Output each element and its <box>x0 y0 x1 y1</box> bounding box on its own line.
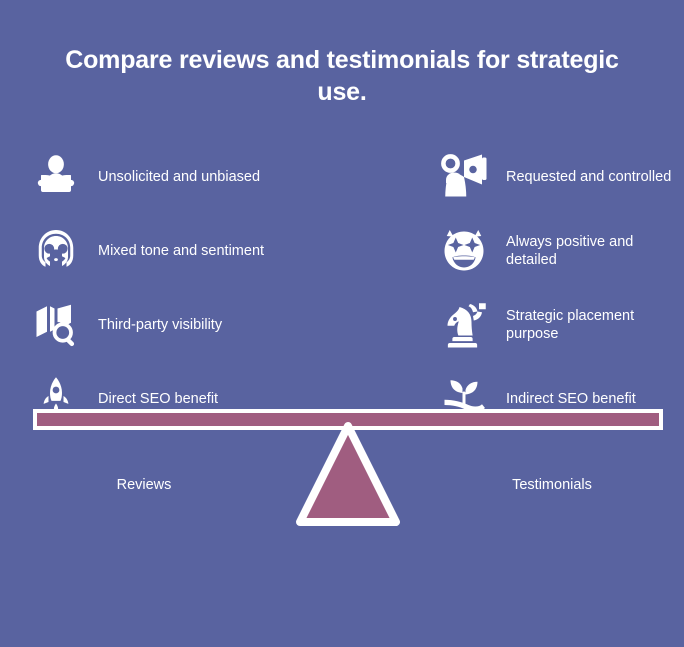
face-mask-mixed-tone-icon <box>28 225 84 277</box>
feature-row: Requested and controlled <box>436 140 684 214</box>
feature-row: Strategic placement purpose <box>436 288 684 362</box>
feature-label: Unsolicited and unbiased <box>98 169 261 185</box>
feature-label: Third-party visibility <box>98 317 223 333</box>
feature-label: Strategic placement purpose <box>506 308 635 342</box>
feature-row: Third-party visibility <box>28 288 318 362</box>
feature-row: Always positive and detailed <box>436 214 684 288</box>
balance-beam-fill <box>37 413 659 426</box>
feature-label: Requested and controlled <box>506 169 672 185</box>
feature-label: Always positive and detailed <box>506 234 634 268</box>
balance-beam <box>33 409 663 430</box>
person-megaphone-icon <box>436 151 492 203</box>
person-reading-book-icon <box>28 151 84 203</box>
side-label-reviews: Reviews <box>116 477 172 493</box>
map-search-icon <box>28 299 84 351</box>
feature-row: Unsolicited and unbiased <box>28 140 318 214</box>
balance-fulcrum-triangle <box>294 420 402 528</box>
star-struck-face-icon <box>436 225 492 277</box>
feature-row: Mixed tone and sentiment <box>28 214 318 288</box>
feature-label: Direct SEO benefit <box>98 391 219 407</box>
feature-label: Mixed tone and sentiment <box>98 243 265 259</box>
chess-knight-icon <box>436 299 492 351</box>
page-title: Compare reviews and testimonials for str… <box>65 46 619 106</box>
reviews-column: Unsolicited and unbiased Mixed tone and … <box>28 140 318 436</box>
side-label-testimonials: Testimonials <box>512 477 592 493</box>
feature-label: Indirect SEO benefit <box>506 391 636 407</box>
testimonials-column: Requested and controlled Always positive… <box>436 140 684 436</box>
